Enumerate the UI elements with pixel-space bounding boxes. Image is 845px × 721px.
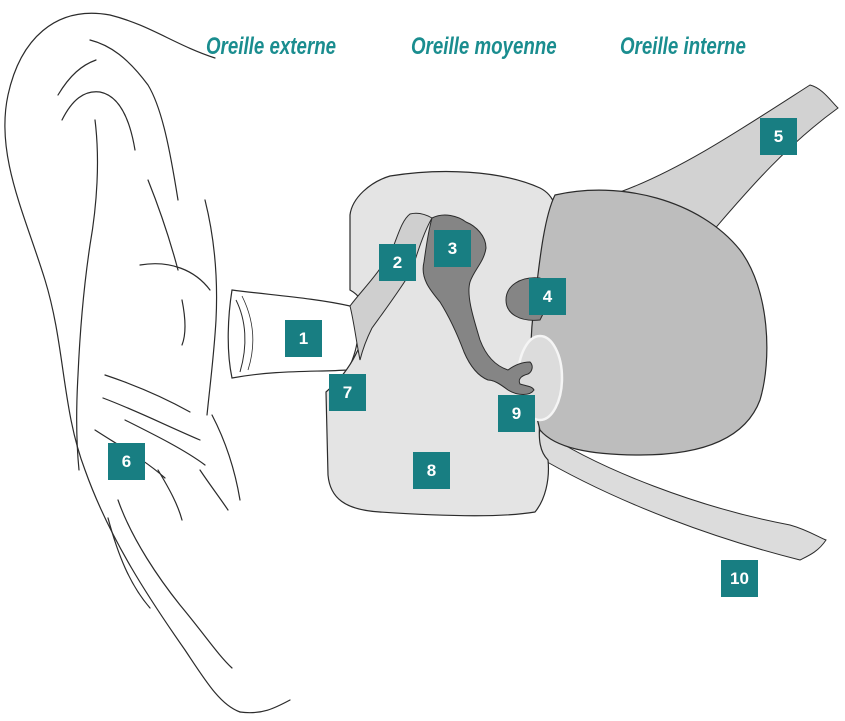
label-2: 2 [379, 244, 416, 281]
label-4: 4 [529, 278, 566, 315]
label-3: 3 [434, 230, 471, 267]
title-outer-ear: Oreille externe [206, 33, 336, 61]
label-9: 9 [498, 395, 535, 432]
cochlea [531, 190, 767, 455]
title-middle-ear: Oreille moyenne [411, 33, 557, 61]
label-6: 6 [108, 443, 145, 480]
label-10: 10 [721, 560, 758, 597]
title-inner-ear: Oreille interne [620, 33, 746, 61]
label-7: 7 [329, 374, 366, 411]
label-5: 5 [760, 118, 797, 155]
label-8: 8 [413, 452, 450, 489]
label-1: 1 [285, 320, 322, 357]
